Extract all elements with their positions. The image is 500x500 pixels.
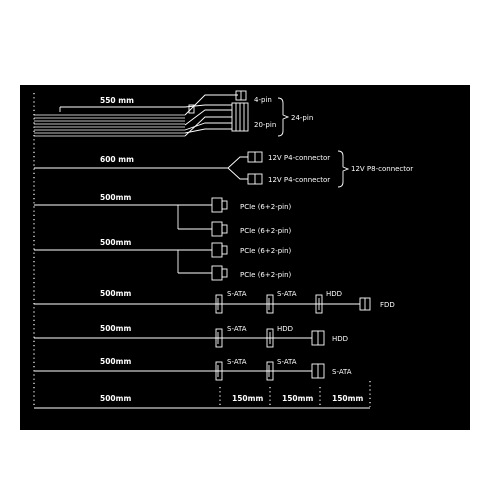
periph3-sata-connector-3 [311,363,325,379]
cpu-group-label: 12V P8-connector [351,165,413,173]
periph3-sata-connector-2 [266,361,274,381]
periph1-c1-label: S-ATA [227,290,247,298]
periph2-hdd-connector-2 [311,330,325,346]
atx-wire-bundle [34,94,238,137]
pcie2-connector-1 [211,242,228,258]
pcie2-conn2-label: PCIe (6+2-pin) [240,271,292,279]
periph-cable-1: 500mm S-ATA S-ATA HDD FDD [34,289,395,314]
psu-cable-diagram: 550 mm 4-pin 20-pin 24-pin 600 mm 12V P4… [33,90,413,409]
periph2-c3-label: HDD [332,335,348,343]
atx-group-label: 24-pin [291,114,313,122]
length-scale: 500mm 150mm 150mm 150mm [34,381,371,409]
pcie-cable-1: 500mm PCIe (6+2-pin) PCIe (6+2-pin) [34,193,292,237]
atx-4pin-label: 4-pin [254,96,272,104]
pcie1-connector-1 [211,197,228,213]
periph1-length-label: 500mm [100,289,131,298]
cpu-connector-1 [247,151,263,163]
pcie1-conn2-label: PCIe (6+2-pin) [240,227,292,235]
periph1-sata-connector-1 [215,294,223,314]
atx-4pin-connector [235,90,247,101]
pcie1-connector-2 [211,221,228,237]
cpu-length-label: 600 mm [100,155,134,164]
diagram-panel: 550 mm 4-pin 20-pin 24-pin 600 mm 12V P4… [20,85,470,430]
periph1-c3-label: HDD [326,290,342,298]
periph-cable-3: 500mm S-ATA S-ATA S-ATA [34,357,352,381]
scale-seg3-label: 150mm [282,394,313,403]
pcie1-length-label: 500mm [100,193,131,202]
periph2-hdd-connector-1 [266,328,274,348]
periph2-c1-label: S-ATA [227,325,247,333]
periph1-hdd-connector [315,294,323,314]
pcie1-conn1-label: PCIe (6+2-pin) [240,203,292,211]
atx-cable: 550 mm 4-pin 20-pin 24-pin [34,90,313,137]
periph1-c4-label: FDD [380,301,395,309]
periph3-c1-label: S-ATA [227,358,247,366]
cpu-conn2-label: 12V P4-connector [268,176,330,184]
atx-20pin-connector [231,102,249,132]
pcie2-length-label: 500mm [100,238,131,247]
periph2-c2-label: HDD [277,325,293,333]
periph1-fdd-connector [359,297,371,311]
scale-seg2-label: 150mm [232,394,263,403]
atx-clamp [188,104,195,114]
periph1-sata-connector-2 [266,294,274,314]
atx-brace [277,97,290,137]
periph2-sata-connector [215,328,223,348]
cpu-connector-2 [247,173,263,185]
periph3-length-label: 500mm [100,357,131,366]
atx-length-label: 550 mm [100,96,134,105]
pcie-cable-2: 500mm PCIe (6+2-pin) PCIe (6+2-pin) [34,238,292,281]
periph-cable-2: 500mm S-ATA HDD HDD [34,324,348,348]
periph3-c2-label: S-ATA [277,358,297,366]
scale-seg4-label: 150mm [332,394,363,403]
periph3-sata-connector-1 [215,361,223,381]
periph3-c3-label: S-ATA [332,368,352,376]
periph1-c2-label: S-ATA [277,290,297,298]
cpu-conn1-label: 12V P4-connector [268,154,330,162]
periph2-length-label: 500mm [100,324,131,333]
scale-seg1-label: 500mm [100,394,131,403]
pcie2-conn1-label: PCIe (6+2-pin) [240,247,292,255]
cpu-brace [337,150,350,188]
atx-20pin-label: 20-pin [254,121,276,129]
cpu-cable: 600 mm 12V P4-connector 12V P4-connector… [34,150,413,188]
pcie2-connector-2 [211,265,228,281]
